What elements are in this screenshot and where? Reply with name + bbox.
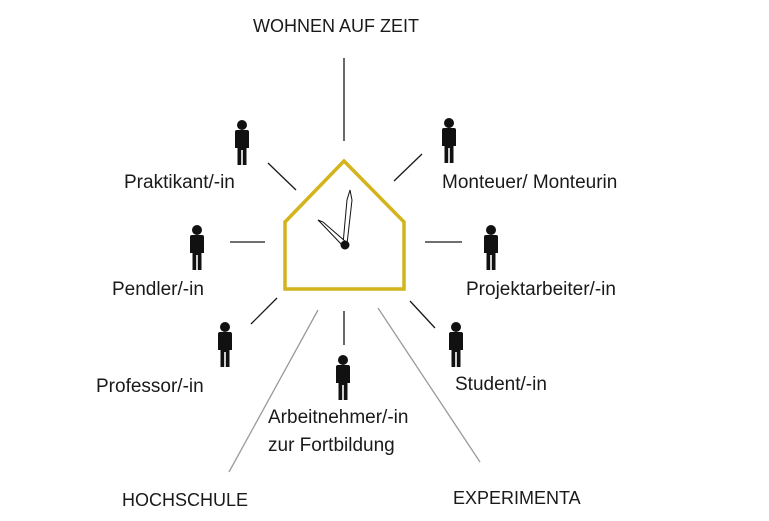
- label-hochschule: HOCHSCHULE: [122, 490, 248, 510]
- label-professor: Professor/-in: [96, 376, 204, 397]
- person-icon: [442, 118, 456, 163]
- line-experimenta: [377, 307, 481, 463]
- connector-lines: [230, 58, 462, 345]
- label-student: Student/-in: [455, 374, 547, 395]
- label-pendler: Pendler/-in: [112, 279, 204, 300]
- person-icon: [235, 120, 249, 165]
- label-monteur: Monteuer/ Monteurin: [442, 172, 617, 193]
- person-icon: [449, 322, 463, 367]
- label-experimenta: EXPERIMENTA: [453, 488, 581, 508]
- line-sw: [250, 297, 278, 325]
- person-icon: [190, 225, 204, 270]
- label-fortbildung: zur Fortbildung: [268, 435, 395, 456]
- label-arbeitnehmer: Arbeitnehmer/-in: [268, 407, 408, 428]
- line-se: [409, 300, 436, 329]
- label-projektarbeiter: Projektarbeiter/-in: [466, 279, 616, 300]
- title: WOHNEN AUF ZEIT: [253, 16, 419, 36]
- person-icon: [218, 322, 232, 367]
- line-ne: [393, 153, 423, 182]
- line-hochschule: [228, 309, 319, 473]
- person-icon: [336, 355, 350, 400]
- person-icon: [484, 225, 498, 270]
- line-nw: [267, 162, 297, 191]
- gray-lines: [228, 307, 481, 473]
- label-praktikant: Praktikant/-in: [124, 172, 235, 193]
- house-clock-icon: [283, 158, 406, 291]
